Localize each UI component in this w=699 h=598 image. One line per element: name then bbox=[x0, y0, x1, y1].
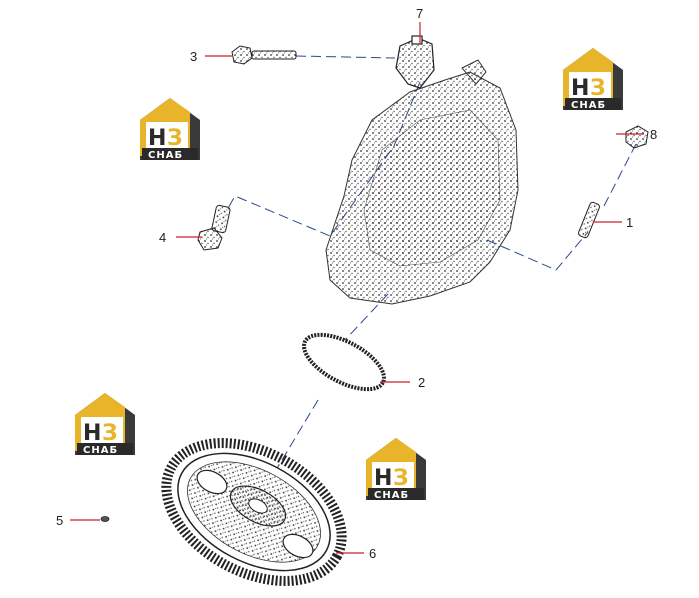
callout-6: 6 bbox=[369, 546, 376, 561]
bolt-4-part bbox=[197, 204, 231, 251]
callout-2: 2 bbox=[418, 375, 425, 390]
washer-5-part bbox=[100, 516, 110, 522]
callout-leader-lines bbox=[70, 22, 644, 554]
nut-8-part bbox=[625, 125, 649, 149]
brand-logo bbox=[75, 393, 135, 456]
callout-3: 3 bbox=[190, 49, 197, 64]
brand-logo bbox=[140, 98, 200, 161]
callout-4: 4 bbox=[159, 230, 166, 245]
callout-8: 8 bbox=[650, 127, 657, 142]
callout-7: 7 bbox=[416, 6, 423, 21]
brand-logo bbox=[366, 438, 426, 501]
fuel-pump-body bbox=[325, 59, 519, 305]
stud-1-part bbox=[578, 201, 600, 239]
bolt-3-part bbox=[231, 45, 297, 65]
drive-gear-6-part bbox=[161, 438, 347, 586]
brand-logo bbox=[563, 48, 623, 111]
bracket-7-part bbox=[395, 35, 435, 89]
callout-5: 5 bbox=[56, 513, 63, 528]
callout-1: 1 bbox=[626, 215, 633, 230]
o-ring-2-part bbox=[302, 332, 386, 392]
